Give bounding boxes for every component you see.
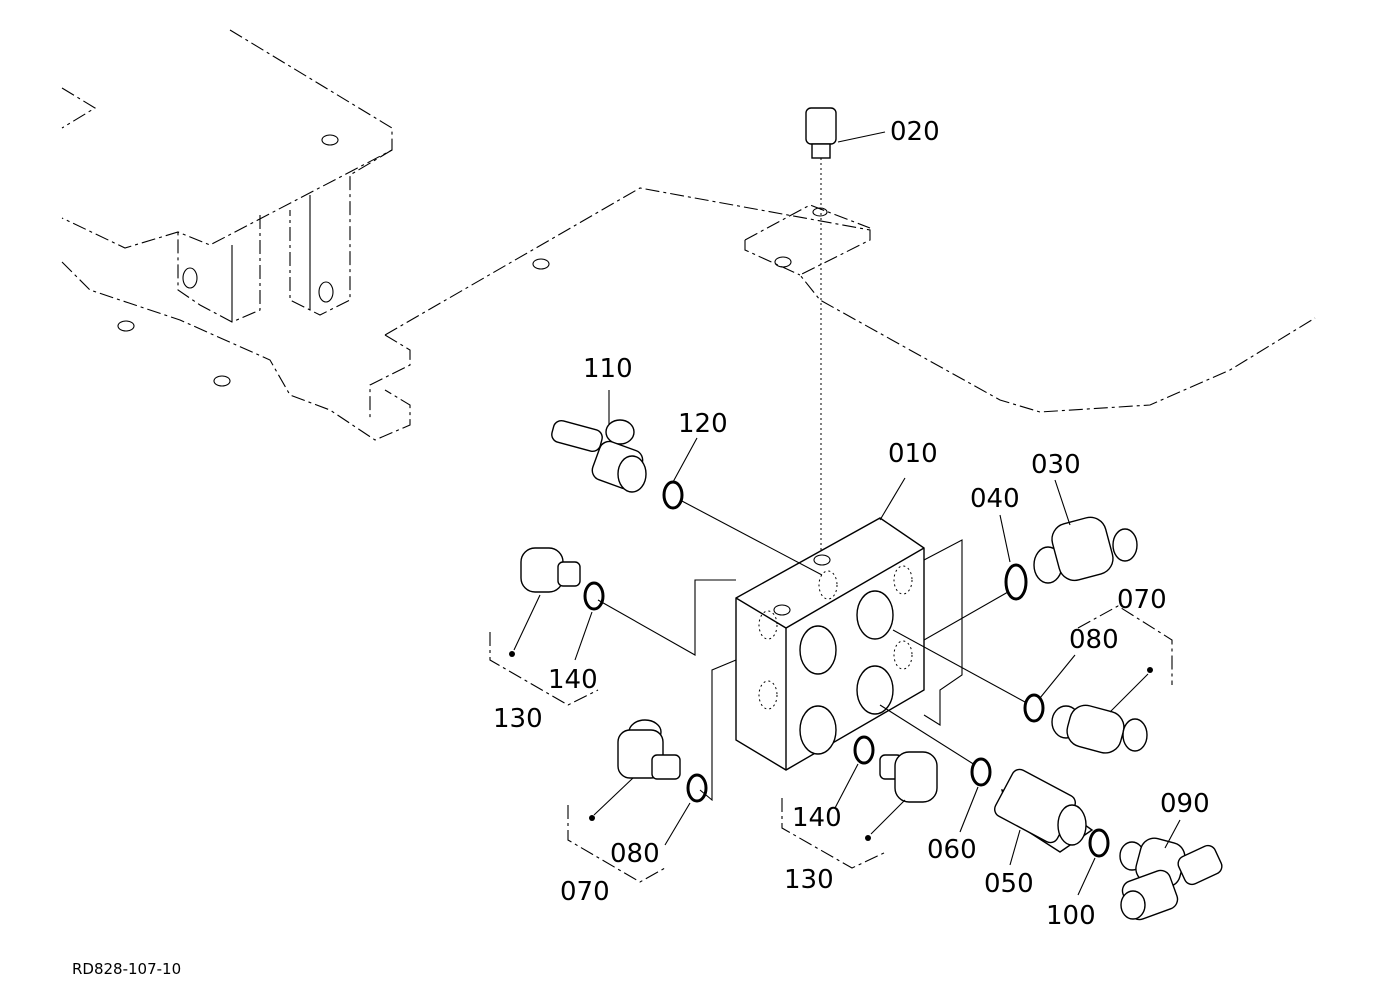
label-010: 010 xyxy=(888,439,938,469)
valve-block-010 xyxy=(597,477,963,802)
label-140-upper: 140 xyxy=(548,665,598,695)
elbow-fitting-090 xyxy=(1119,819,1223,921)
o-ring-060 xyxy=(970,757,992,787)
o-ring-080-right xyxy=(1023,693,1045,723)
label-140-lower: 140 xyxy=(792,803,842,833)
label-070-right: 070 xyxy=(1117,585,1167,615)
label-110: 110 xyxy=(583,354,633,384)
label-070-lower: 070 xyxy=(560,877,610,907)
plug-130-upper xyxy=(489,547,599,706)
drawing-code: RD828-107-10 xyxy=(72,960,181,978)
elbow-fitting-030 xyxy=(923,479,1138,641)
o-ring-140-upper xyxy=(583,581,605,611)
label-100: 100 xyxy=(1046,901,1096,931)
o-ring-080-lower xyxy=(686,773,708,803)
label-040: 040 xyxy=(970,484,1020,514)
label-050: 050 xyxy=(984,869,1034,899)
label-130-upper: 130 xyxy=(493,704,543,734)
o-ring-120 xyxy=(662,480,684,510)
elbow-fitting-110 xyxy=(551,390,823,576)
label-080-lower: 080 xyxy=(610,839,660,869)
label-020: 020 xyxy=(890,117,940,147)
frame-outline xyxy=(61,29,1316,441)
o-ring-140-lower xyxy=(853,735,875,765)
label-030: 030 xyxy=(1031,450,1081,480)
label-080-right: 080 xyxy=(1069,625,1119,655)
o-ring-100 xyxy=(1088,828,1110,858)
elbow-fitting-070-lower xyxy=(567,719,681,883)
elbow-fitting-070-right xyxy=(1051,605,1173,754)
plug-130-lower xyxy=(781,751,938,869)
adapter-050 xyxy=(994,768,1094,866)
plug-020 xyxy=(805,107,886,560)
label-130-lower: 130 xyxy=(784,865,834,895)
o-ring-040 xyxy=(1004,563,1028,601)
label-060: 060 xyxy=(927,835,977,865)
label-090: 090 xyxy=(1160,789,1210,819)
label-120: 120 xyxy=(678,409,728,439)
